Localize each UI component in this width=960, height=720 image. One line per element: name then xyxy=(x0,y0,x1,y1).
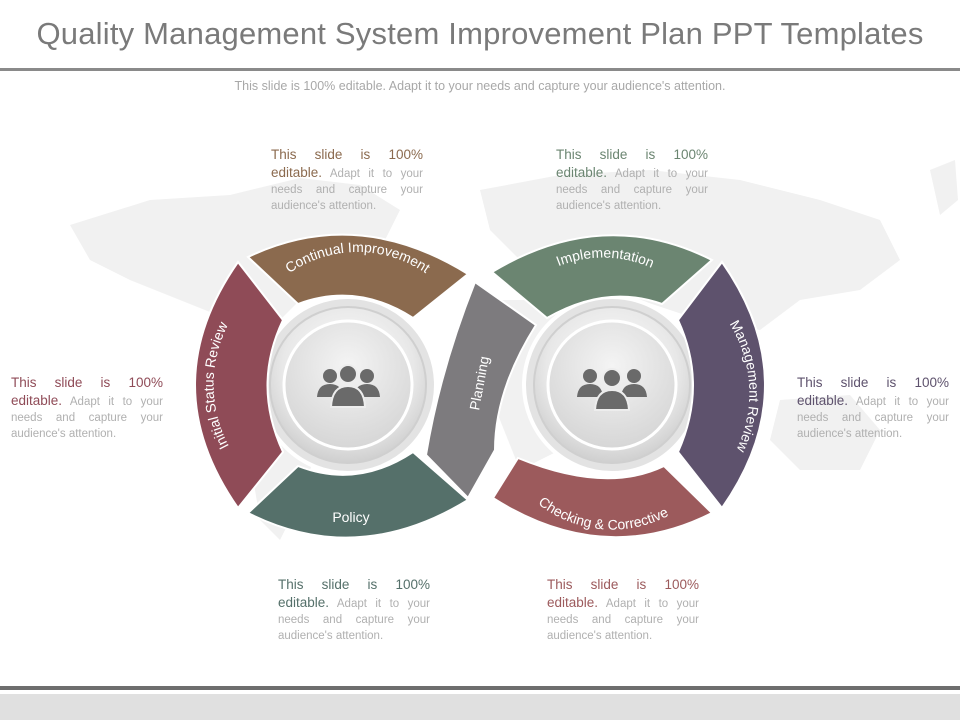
slide-title: Quality Management System Improvement Pl… xyxy=(36,16,924,51)
note-top-left: This slide is 100% editable. Adapt it to… xyxy=(271,147,423,212)
top-divider xyxy=(0,68,960,71)
segment-planning xyxy=(424,280,538,500)
note-left: This slide is 100% editable. Adapt it to… xyxy=(11,375,163,440)
right-hub xyxy=(522,295,702,475)
people-group-icon xyxy=(577,368,647,411)
segment-checking-corrective xyxy=(491,456,714,539)
slide-subtitle: This slide is 100% editable. Adapt it to… xyxy=(234,79,726,93)
note-bottom-right: This slide is 100% editable. Adapt it to… xyxy=(547,577,699,642)
footer-band xyxy=(0,694,960,720)
bottom-divider xyxy=(0,686,960,690)
segment-policy xyxy=(246,450,470,539)
left-hub xyxy=(258,295,438,475)
segment-continual-improvement xyxy=(246,233,470,320)
segment-initial-status-review xyxy=(194,260,285,510)
note-right: This slide is 100% editable. Adapt it to… xyxy=(797,375,949,440)
note-top-right: This slide is 100% editable. Adapt it to… xyxy=(556,147,708,212)
note-bottom-left: This slide is 100% editable. Adapt it to… xyxy=(278,577,430,642)
segment-management-review xyxy=(676,260,766,510)
label-policy: Policy xyxy=(332,509,369,525)
people-group-icon xyxy=(317,364,380,408)
segment-implementation xyxy=(490,234,714,320)
